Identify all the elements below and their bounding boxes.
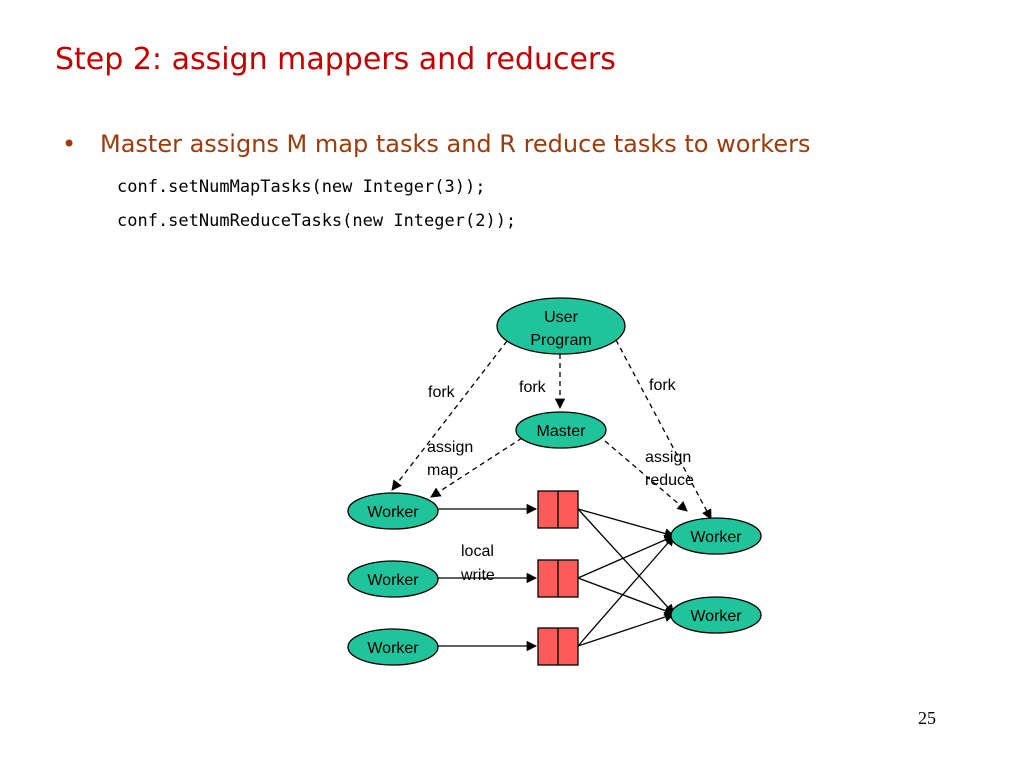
bullet-text: Master assigns M map tasks and R reduce … xyxy=(100,130,811,158)
fork-label: fork xyxy=(519,379,547,396)
code-line-map-tasks: conf.setNumMapTasks(new Integer(3)); xyxy=(117,177,486,197)
user-program-label: User xyxy=(544,309,578,326)
user-program-node xyxy=(496,297,626,355)
fork-arrow-to-worker xyxy=(391,340,508,491)
assign-map-arrow xyxy=(430,437,523,498)
shuffle-arrow xyxy=(577,577,675,616)
code-line-reduce-tasks: conf.setNumReduceTasks(new Integer(2)); xyxy=(117,211,517,231)
map-worker-label: Worker xyxy=(367,504,419,521)
shuffle-arrow xyxy=(577,508,676,539)
local-write-label: write xyxy=(460,567,495,584)
shuffle-arrow xyxy=(577,612,675,647)
reduce-worker-label: Worker xyxy=(690,608,742,625)
partition-file xyxy=(537,627,579,666)
local-write-label: local xyxy=(461,543,494,560)
fork-label: fork xyxy=(649,377,677,394)
partition-file xyxy=(537,559,579,598)
master-label: Master xyxy=(537,423,587,440)
bullet-dot: • xyxy=(62,130,77,158)
bullet-item: • Master assigns M map tasks and R reduce… xyxy=(62,130,810,158)
shuffle-arrow xyxy=(577,535,675,647)
partition-file xyxy=(537,490,579,529)
map-worker-label: Worker xyxy=(367,572,419,589)
assign-map-label: assign xyxy=(427,439,473,456)
user-program-label: Program xyxy=(530,332,591,349)
reduce-worker-label: Worker xyxy=(690,529,742,546)
reduce-worker-node xyxy=(670,517,762,555)
map-worker-node xyxy=(347,628,439,666)
slide-title: Step 2: assign mappers and reducers xyxy=(55,42,616,77)
fork-label: fork xyxy=(428,384,456,401)
assign-map-label: map xyxy=(427,462,458,479)
master-node xyxy=(515,411,607,449)
shuffle-arrow xyxy=(577,534,675,579)
map-worker-node xyxy=(347,492,439,530)
assign-reduce-label: reduce xyxy=(645,472,694,489)
reduce-worker-node xyxy=(670,596,762,634)
fork-arrow-to-reduce-worker xyxy=(615,339,712,520)
page-number: 25 xyxy=(918,708,936,728)
shuffle-arrow xyxy=(577,508,675,615)
map-worker-node xyxy=(347,560,439,598)
assign-reduce-label: assign xyxy=(645,449,691,466)
map-worker-label: Worker xyxy=(367,640,419,657)
